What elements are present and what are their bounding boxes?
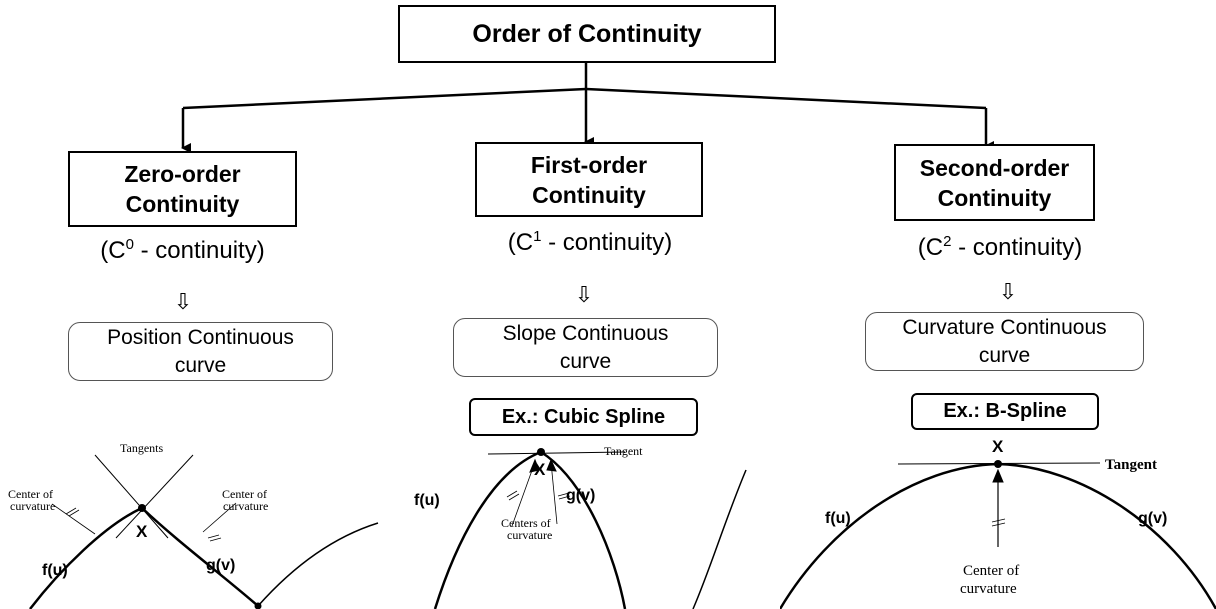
first-order-heading-2: Continuity	[532, 181, 646, 208]
zero-order-heading-2: Continuity	[125, 191, 240, 217]
tangent-line	[487, 451, 626, 455]
title-box: Order of Continuity	[398, 5, 776, 63]
svg-text:curvature: curvature	[223, 499, 268, 513]
svg-text:f(u): f(u)	[414, 492, 440, 509]
curve-f	[780, 462, 999, 609]
result-line-2: curve	[978, 343, 1031, 367]
junction-point	[537, 448, 545, 456]
zero-order-heading-1: Zero-order	[124, 161, 241, 187]
result-line-1: Curvature Continuous	[902, 315, 1107, 339]
curve-extension	[257, 522, 379, 607]
second-order-box: Second-order Continuity	[894, 144, 1095, 221]
second-order-heading-1: Second-order	[919, 154, 1070, 181]
first-order-heading-1: First-order	[530, 151, 648, 178]
c0-notation: (C0 - continuity)	[100, 236, 265, 264]
svg-text:Tangent: Tangent	[1105, 457, 1157, 473]
second-order-heading-2: Continuity	[937, 184, 1052, 211]
junction-point	[138, 504, 146, 512]
curve-f	[433, 450, 542, 609]
position-continuous-box: Position Continuous curve	[68, 322, 333, 381]
svg-text:g(v): g(v)	[566, 487, 595, 504]
svg-text:g(v): g(v)	[206, 557, 235, 574]
c0-curve-figure: Tangents Center of curvature Center of c…	[8, 441, 379, 609]
zero-order-box: Zero-order Continuity	[68, 151, 297, 227]
svg-text:curvature: curvature	[10, 499, 55, 513]
svg-text:Center of: Center of	[963, 563, 1019, 579]
diagram-title: Order of Continuity	[472, 19, 702, 48]
svg-text:f(u): f(u)	[825, 510, 851, 527]
svg-text:X: X	[136, 522, 148, 541]
example-b-spline: Ex.: B-Spline	[911, 393, 1099, 430]
c1-curve-figure: Tangent X f(u) g(v) Centers of curvature	[414, 444, 747, 609]
down-arrow-icon: ⇩	[998, 279, 1018, 304]
result-line-2: curve	[559, 349, 612, 373]
svg-text:Tangents: Tangents	[120, 441, 163, 455]
svg-text:X: X	[992, 437, 1004, 456]
first-order-box: First-order Continuity	[475, 142, 703, 217]
svg-text:Center of: Center of	[222, 487, 267, 501]
c2-notation: (C2 - continuity)	[917, 233, 1083, 261]
curve-g	[141, 507, 259, 607]
result-line-1: Slope Continuous	[502, 321, 669, 345]
svg-text:g(v): g(v)	[1138, 510, 1167, 527]
slope-continuous-box: Slope Continuous curve	[453, 318, 718, 377]
junction-point	[994, 460, 1002, 468]
curve-f	[29, 506, 143, 609]
end-point	[254, 602, 262, 609]
c2-curve-figure: X Tangent f(u) g(v) Center of curvature	[780, 437, 1216, 609]
tangent-line-right	[115, 454, 194, 539]
svg-text:Center of: Center of	[8, 487, 53, 501]
result-line-1: Position Continuous	[107, 325, 294, 349]
example-cubic-spline: Ex.: Cubic Spline	[469, 398, 698, 436]
svg-text:Centers of: Centers of	[501, 516, 551, 530]
curvature-continuous-box: Curvature Continuous curve	[865, 312, 1144, 371]
curve-g	[540, 450, 627, 609]
svg-text:Tangent: Tangent	[604, 444, 643, 458]
curve-extension	[692, 469, 747, 609]
curve-g	[997, 462, 1216, 609]
svg-text:curvature: curvature	[960, 581, 1017, 597]
result-line-2: curve	[174, 353, 227, 377]
down-arrow-icon: ⇩	[574, 282, 594, 307]
svg-text:curvature: curvature	[507, 528, 552, 542]
down-arrow-icon: ⇩	[173, 289, 193, 314]
tangent-line-left	[94, 454, 169, 539]
svg-text:X: X	[534, 460, 546, 479]
svg-text:f(u): f(u)	[42, 562, 68, 579]
c1-notation: (C1 - continuity)	[507, 228, 673, 256]
